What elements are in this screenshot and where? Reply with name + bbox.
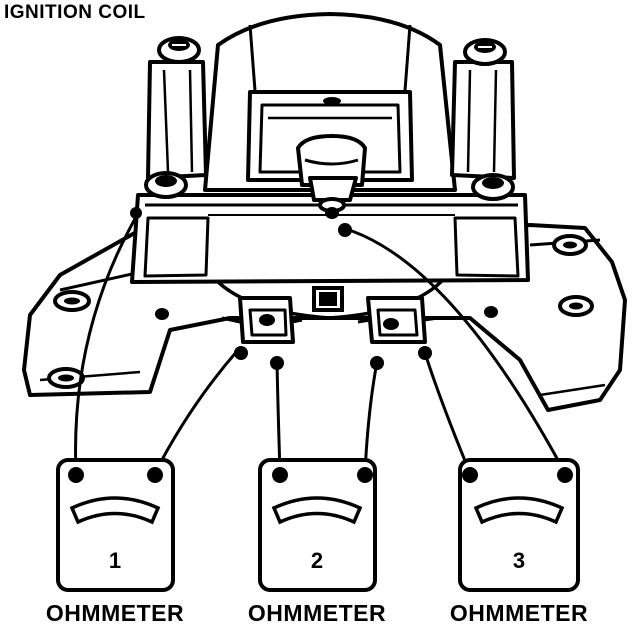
bolt-lower-right	[471, 173, 515, 201]
ohmmeter-2-terminal-left	[272, 467, 288, 483]
ohmmeter-2-terminal-right	[357, 467, 373, 483]
bracket-rivets	[155, 306, 498, 320]
center-connector-socket	[312, 286, 344, 312]
probe-tip-icon	[418, 346, 432, 360]
left-upper-pedestal	[146, 60, 208, 180]
bracket-mounting-hole-lower-left	[47, 367, 85, 389]
high-tension-terminal	[296, 134, 367, 219]
ohmmeter-1-case	[56, 458, 175, 592]
bolt-top-left	[157, 36, 201, 64]
ohmmeter-1-label: OHMMETER	[45, 600, 185, 626]
ohmmeter-3-terminal-left	[462, 467, 478, 483]
ohmmeter-3-terminal-right	[557, 467, 573, 483]
ohmmeter-2: 2	[258, 458, 377, 592]
ohmmeter-3: 3	[458, 458, 580, 592]
ohmmeter-3-case	[458, 458, 580, 592]
ohmmeter-3-label: OHMMETER	[449, 600, 589, 626]
ohmmeter-1-terminal-left	[68, 467, 84, 483]
right-upper-pedestal	[450, 60, 516, 180]
ohmmeter-2-label: OHMMETER	[247, 600, 387, 626]
ohmmeter-2-number: 2	[311, 548, 323, 573]
lead-meter1-right	[153, 349, 240, 474]
probe-tip-icon	[338, 223, 352, 237]
bolt-top-right	[463, 38, 507, 66]
bracket-mounting-hole-left	[53, 290, 91, 312]
bracket-mounting-hole-right	[552, 234, 588, 256]
ohmmeter-1-number: 1	[109, 548, 121, 573]
lead-meter1-left	[74, 209, 142, 474]
ohmmeter-2-case	[258, 458, 377, 592]
probe-tip-icon	[370, 356, 384, 370]
ohmmeter-3-number: 3	[513, 548, 525, 573]
ohmmeter-3-scale	[473, 496, 565, 525]
primary-terminal-positive	[357, 296, 439, 344]
lead-meter2-left	[275, 362, 282, 474]
diagram-title: IGNITION COIL	[4, 2, 146, 23]
probe-tip-icon	[270, 356, 284, 370]
ohmmeter-2-scale	[271, 496, 363, 525]
lead-meter3-right	[342, 226, 567, 474]
ohmmeter-1-terminal-right	[147, 467, 163, 483]
lead-meter3-left	[423, 352, 472, 474]
probe-tips	[130, 207, 432, 370]
probe-tip-icon	[234, 346, 248, 360]
lead-meter2-right	[363, 361, 379, 474]
ohmmeter-1-scale	[69, 496, 161, 525]
probe-tip-icon	[130, 207, 142, 219]
primary-terminal-negative	[221, 296, 303, 344]
bolt-lower-left	[144, 171, 188, 199]
ohmmeter-1: 1	[56, 458, 175, 592]
bracket-mounting-hole-lower-right	[558, 295, 594, 317]
